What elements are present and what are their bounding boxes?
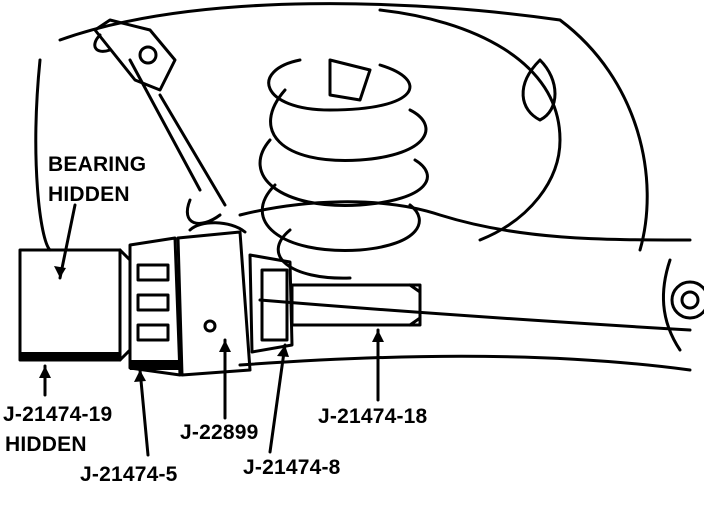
backing-plate-rim — [58, 2, 649, 252]
label-j21474-19: J-21474-19 HIDDEN — [3, 402, 112, 457]
control-arm-bushing — [670, 280, 704, 320]
tool-j22899 — [176, 230, 252, 377]
lower-control-arm — [238, 200, 692, 242]
label-bearing-hidden: BEARING HIDDEN — [48, 152, 146, 207]
tool-j21474-8 — [248, 253, 294, 354]
label-j22899: J-22899 — [180, 421, 259, 444]
backing-plate-inner — [378, 8, 562, 242]
leader-bearing-hidden — [58, 203, 77, 280]
label-j21474-19-line2: HIDDEN — [5, 433, 87, 456]
backing-plate-outline — [34, 58, 52, 252]
receiver-cup — [18, 248, 122, 362]
coil-spring — [267, 58, 412, 112]
label-bearing-hidden-line2: HIDDEN — [48, 183, 130, 206]
label-j21474-8: J-21474-8 — [243, 456, 341, 479]
tool-j21474-5 — [128, 236, 182, 377]
leader-j21474-5 — [138, 368, 150, 457]
label-j21474-18: J-21474-18 — [318, 405, 428, 428]
label-j21474-5: J-21474-5 — [80, 463, 178, 486]
top-bolt — [93, 18, 177, 92]
leader-j21474-8 — [268, 343, 287, 454]
label-bearing-hidden-line1: BEARING — [48, 153, 147, 176]
label-j21474-19-line1: J-21474-19 — [3, 403, 113, 426]
